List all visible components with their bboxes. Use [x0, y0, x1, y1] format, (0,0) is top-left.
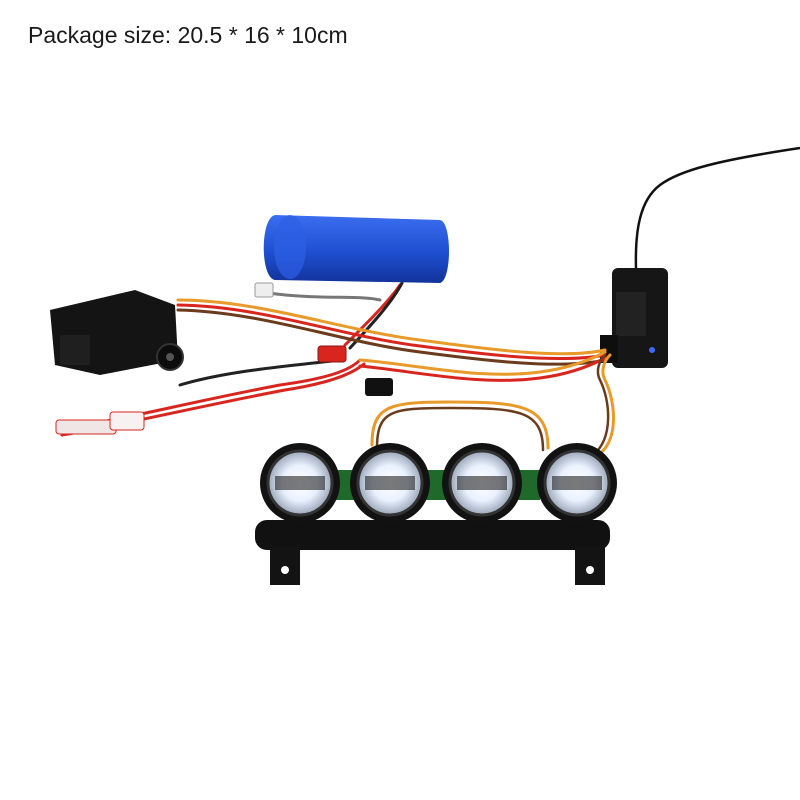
- led-lamp-2: [350, 443, 430, 523]
- package-size-caption: Package size: 20.5 * 16 * 10cm: [28, 22, 348, 48]
- light-bar-leads: [370, 353, 615, 457]
- led-lamp-1: [260, 443, 340, 523]
- connectors: [55, 345, 393, 435]
- servo: [50, 290, 184, 375]
- antenna-wire: [634, 146, 800, 269]
- led-lamp-4: [537, 443, 617, 523]
- receiver: [600, 268, 668, 368]
- servo-leads: [176, 298, 607, 366]
- led-lamp-3: [442, 443, 522, 523]
- battery-pack: [254, 215, 449, 298]
